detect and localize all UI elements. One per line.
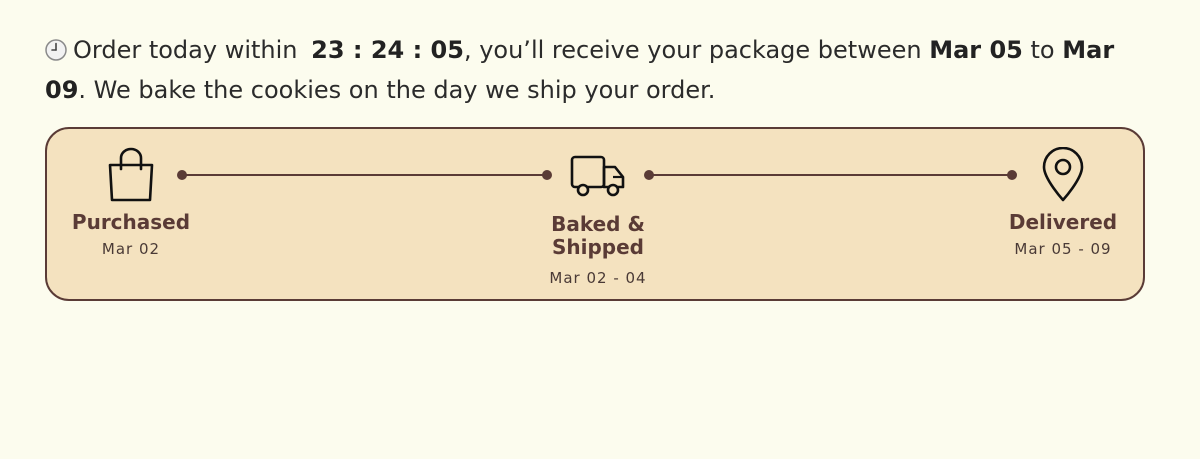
step-date: Mar 02 - 04 [549, 269, 647, 287]
notice-middle: , you’ll receive your package between [463, 36, 922, 64]
step-title: Purchased [71, 210, 191, 234]
shopping-bag-icon [108, 147, 154, 202]
delivery-truck-icon [570, 155, 625, 197]
step-baked-shipped: Baked & Shipped Mar 02 - 04 [528, 153, 668, 287]
map-pin-icon [1042, 147, 1084, 202]
delivery-date-to: Mar 09 [45, 36, 1115, 104]
notice-prefix: Order today within [73, 36, 298, 64]
step-title: Baked & Shipped [551, 212, 645, 259]
step-date: Mar 05 - 09 [1014, 240, 1112, 258]
clock-icon [45, 39, 67, 61]
step-purchased: Purchased Mar 02 [61, 147, 201, 258]
step-delivered: Delivered Mar 05 - 09 [993, 147, 1133, 258]
countdown-timer: 23 : 24 : 05 [311, 36, 464, 64]
delivery-date-from: Mar 05 [929, 36, 1023, 64]
delivery-notice: Order today within 23 : 24 : 05, you’ll … [45, 30, 1155, 110]
timeline-connector [644, 170, 1017, 180]
timeline-connector [177, 170, 552, 180]
notice-suffix: . We bake the cookies on the day we ship… [78, 76, 716, 104]
step-date: Mar 02 [101, 240, 161, 258]
step-title: Delivered [1008, 210, 1118, 234]
notice-to-word: to [1030, 36, 1055, 64]
delivery-timeline: Purchased Mar 02 Baked & Shipped Mar 02 … [45, 127, 1145, 301]
